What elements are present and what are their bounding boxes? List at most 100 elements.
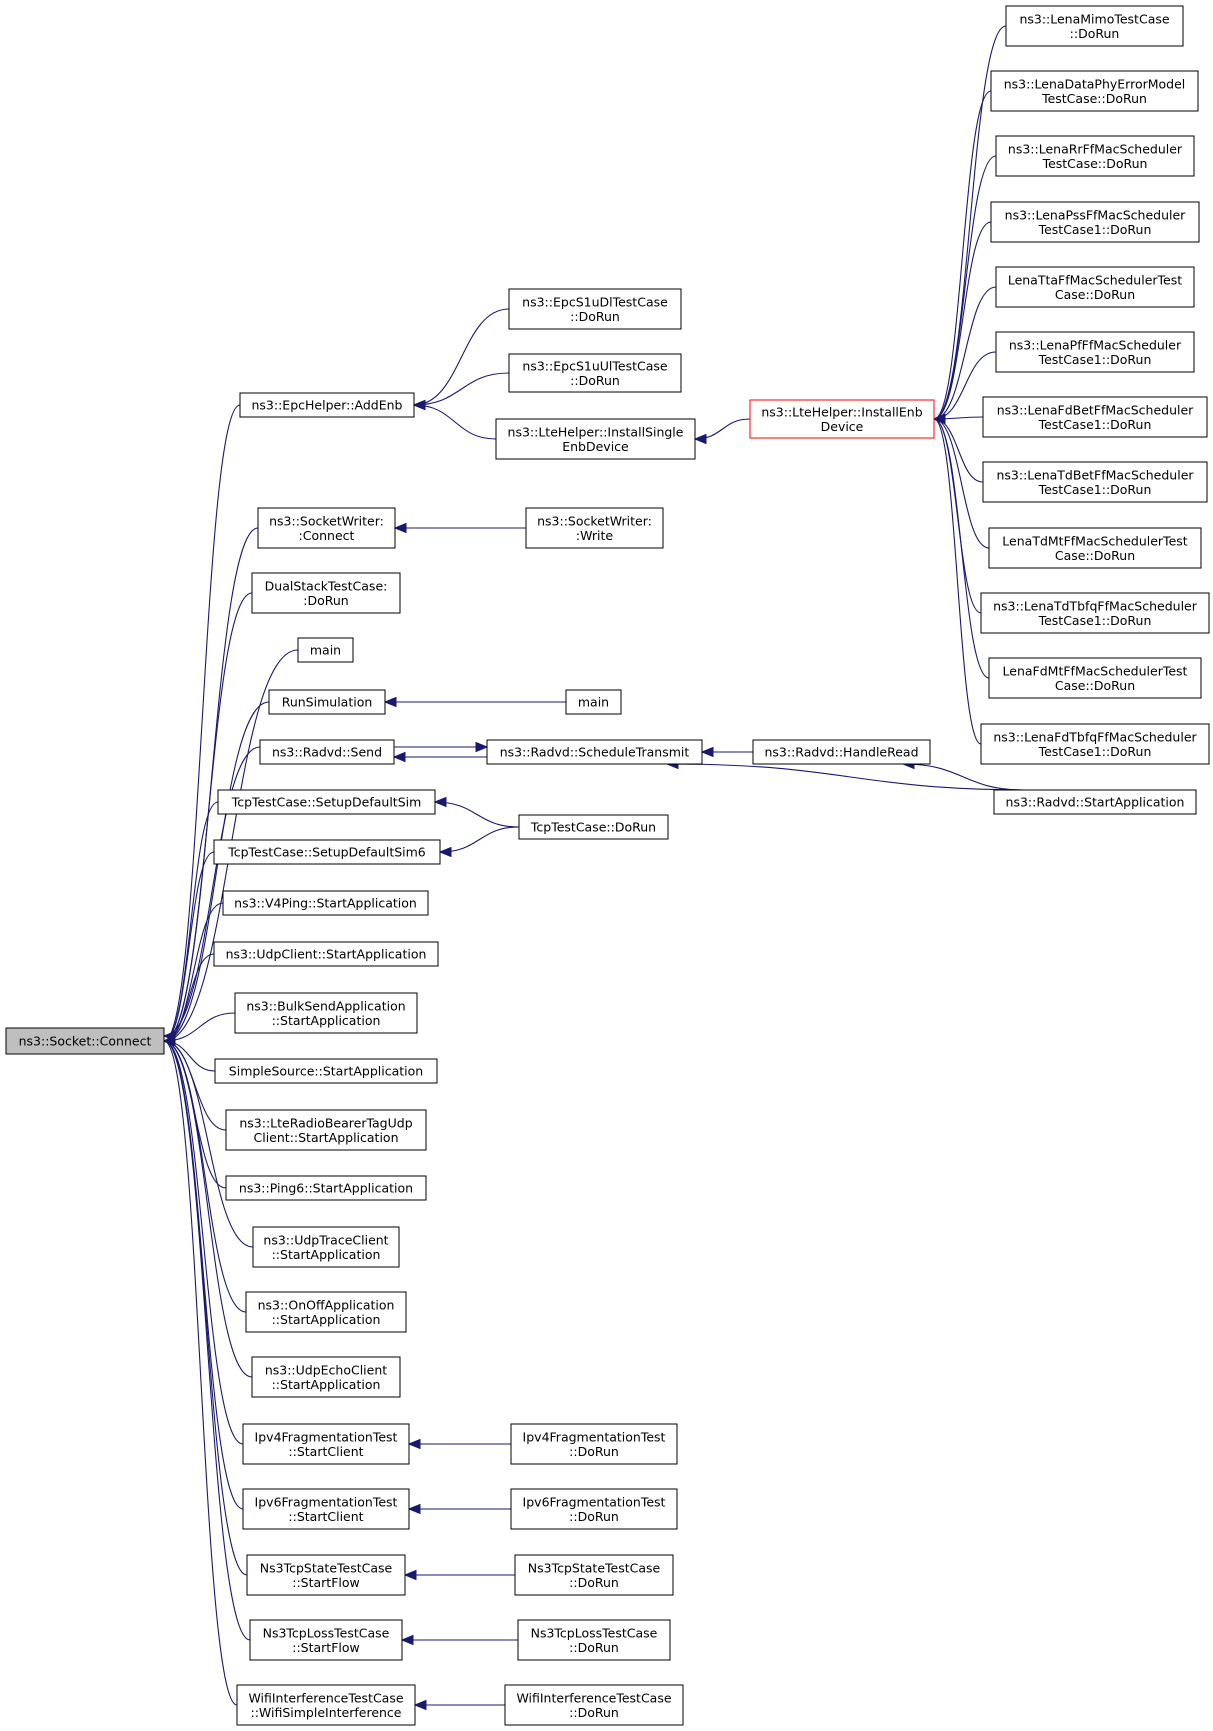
node-label: TcpTestCase::SetupDefaultSim bbox=[231, 795, 422, 810]
node-box bbox=[1005, 5, 1184, 47]
call-edge-radvd_start-to-radvd_read bbox=[902, 763, 1025, 791]
node-label: Device bbox=[821, 419, 864, 434]
graph-node-tcpstate[interactable]: Ns3TcpStateTestCase::StartFlow bbox=[246, 1554, 406, 1596]
node-label: :Connect bbox=[299, 528, 355, 543]
node-label: ::DoRun bbox=[569, 1705, 619, 1720]
node-label: ns3::Radvd::HandleRead bbox=[764, 745, 918, 760]
graph-node-udpclient[interactable]: ns3::UdpClient::StartApplication bbox=[213, 941, 439, 967]
graph-node-sw_connect[interactable]: ns3::SocketWriter::Connect bbox=[257, 507, 396, 549]
node-label: WifiInterferenceTestCase bbox=[248, 1690, 403, 1705]
graph-node-simplesource[interactable]: SimpleSource::StartApplication bbox=[214, 1058, 438, 1084]
node-label: ns3::EpcHelper::AddEnb bbox=[251, 398, 402, 413]
graph-node-lena_mimo[interactable]: ns3::LenaMimoTestCase::DoRun bbox=[1005, 5, 1184, 47]
call-edge-epc_ul-to-epc_addenb bbox=[413, 372, 510, 406]
node-box bbox=[486, 739, 703, 765]
graph-node-main2[interactable]: main bbox=[565, 689, 622, 715]
arrowhead-wifi-to-root bbox=[162, 1035, 176, 1047]
graph-node-radvd_sched[interactable]: ns3::Radvd::ScheduleTransmit bbox=[486, 739, 703, 765]
node-box bbox=[508, 353, 682, 393]
graph-node-ipv6frag_run[interactable]: Ipv6FragmentationTest::DoRun bbox=[510, 1488, 678, 1530]
node-label: ns3::LenaPssFfMacScheduler bbox=[1005, 207, 1187, 222]
graph-node-tcp_setup[interactable]: TcpTestCase::SetupDefaultSim bbox=[217, 789, 436, 815]
graph-node-lena_tdbet[interactable]: ns3::LenaTdBetFfMacSchedulerTestCase1::D… bbox=[982, 461, 1208, 503]
graph-node-tcp_setup6[interactable]: TcpTestCase::SetupDefaultSim6 bbox=[213, 839, 441, 865]
graph-node-bulksend[interactable]: ns3::BulkSendApplication::StartApplicati… bbox=[234, 992, 418, 1034]
graph-node-ipv4frag_run[interactable]: Ipv4FragmentationTest::DoRun bbox=[510, 1423, 678, 1465]
arrowhead-radvd_send-to-radvd_sched bbox=[475, 741, 489, 753]
node-label: Ipv6FragmentationTest bbox=[523, 1494, 666, 1509]
node-box bbox=[225, 1109, 427, 1151]
graph-node-tcploss_run[interactable]: Ns3TcpLossTestCase::DoRun bbox=[517, 1619, 671, 1661]
node-box bbox=[246, 1554, 406, 1596]
node-label: :DoRun bbox=[303, 593, 348, 608]
node-box bbox=[980, 723, 1210, 765]
graph-node-lena_pf[interactable]: ns3::LenaPfFfMacSchedulerTestCase1::DoRu… bbox=[995, 331, 1195, 373]
node-box bbox=[514, 1554, 674, 1596]
graph-node-dualstack[interactable]: DualStackTestCase::DoRun bbox=[251, 572, 401, 614]
graph-node-v4ping[interactable]: ns3::V4Ping::StartApplication bbox=[222, 890, 429, 916]
graph-node-lena_pss[interactable]: ns3::LenaPssFfMacSchedulerTestCase1::DoR… bbox=[990, 201, 1200, 243]
node-label: main bbox=[310, 643, 341, 658]
node-box bbox=[495, 418, 696, 460]
node-box bbox=[213, 941, 439, 967]
graph-node-ipv6frag[interactable]: Ipv6FragmentationTest::StartClient bbox=[242, 1488, 410, 1530]
node-label: ns3::LenaTdTbfqFfMacScheduler bbox=[993, 598, 1198, 613]
graph-node-lena_dataphy[interactable]: ns3::LenaDataPhyErrorModelTestCase::DoRu… bbox=[990, 70, 1199, 112]
node-box bbox=[236, 1684, 416, 1726]
call-edge-tcp_setup-to-root bbox=[163, 801, 219, 1042]
graph-node-lena_tdtbfq[interactable]: ns3::LenaTdTbfqFfMacSchedulerTestCase1::… bbox=[980, 592, 1210, 634]
graph-node-tcpstate_run[interactable]: Ns3TcpStateTestCase::DoRun bbox=[514, 1554, 674, 1596]
graph-node-radvd_read[interactable]: ns3::Radvd::HandleRead bbox=[752, 739, 931, 765]
node-label: ::StartApplication bbox=[272, 1377, 381, 1392]
node-box bbox=[5, 1027, 165, 1055]
graph-node-sw_write[interactable]: ns3::SocketWriter::Write bbox=[525, 507, 664, 549]
node-label: ns3::OnOffApplication bbox=[258, 1297, 395, 1312]
node-box bbox=[988, 657, 1202, 699]
node-label: Client::StartApplication bbox=[254, 1130, 399, 1145]
node-label: ::StartClient bbox=[288, 1444, 363, 1459]
graph-node-epc_ul[interactable]: ns3::EpcS1uUlTestCase::DoRun bbox=[508, 353, 682, 393]
node-label: ::DoRun bbox=[570, 309, 620, 324]
graph-node-ipv4frag[interactable]: Ipv4FragmentationTest::StartClient bbox=[242, 1423, 410, 1465]
graph-node-radvd_send[interactable]: ns3::Radvd::Send bbox=[259, 739, 395, 765]
arrowhead-tcpstate_run-to-tcpstate bbox=[403, 1569, 417, 1581]
graph-node-tcp_dorun[interactable]: TcpTestCase::DoRun bbox=[518, 814, 669, 840]
graph-node-radvd_start[interactable]: ns3::Radvd::StartApplication bbox=[993, 789, 1197, 815]
node-box bbox=[982, 461, 1208, 503]
node-box bbox=[508, 288, 682, 330]
graph-node-epc_addenb[interactable]: ns3::EpcHelper::AddEnb bbox=[239, 392, 415, 418]
node-label: TestCase1::DoRun bbox=[1038, 744, 1152, 759]
graph-node-onoff[interactable]: ns3::OnOffApplication::StartApplication bbox=[245, 1291, 407, 1333]
arrowhead-ipv4frag_run-to-ipv4frag bbox=[407, 1438, 421, 1450]
graph-node-wifi[interactable]: WifiInterferenceTestCase::WifiSimpleInte… bbox=[236, 1684, 416, 1726]
node-label: ns3::LenaFdTbfqFfMacScheduler bbox=[993, 729, 1197, 744]
node-label: TestCase1::DoRun bbox=[1038, 417, 1152, 432]
graph-node-udptrace[interactable]: ns3::UdpTraceClient::StartApplication bbox=[252, 1226, 400, 1268]
graph-node-root[interactable]: ns3::Socket::Connect bbox=[5, 1027, 165, 1055]
graph-node-tcploss[interactable]: Ns3TcpLossTestCase::StartFlow bbox=[249, 1619, 403, 1661]
call-edge-lena_tta-to-lte_install bbox=[933, 286, 997, 420]
node-label: Ns3TcpLossTestCase bbox=[263, 1625, 390, 1640]
node-layer: ns3::Socket::Connect ns3::EpcHelper::AddE… bbox=[5, 5, 1210, 1726]
node-label: RunSimulation bbox=[282, 695, 373, 710]
graph-node-lena_fdtbfq[interactable]: ns3::LenaFdTbfqFfMacSchedulerTestCase1::… bbox=[980, 723, 1210, 765]
graph-node-udpecho[interactable]: ns3::UdpEchoClient::StartApplication bbox=[251, 1356, 401, 1398]
node-box bbox=[510, 1488, 678, 1530]
graph-node-epc_dl[interactable]: ns3::EpcS1uDlTestCase::DoRun bbox=[508, 288, 682, 330]
graph-node-lteradio[interactable]: ns3::LteRadioBearerTagUdpClient::StartAp… bbox=[225, 1109, 427, 1151]
graph-node-ping6[interactable]: ns3::Ping6::StartApplication bbox=[225, 1175, 427, 1201]
graph-node-lena_fdbet[interactable]: ns3::LenaFdBetFfMacSchedulerTestCase1::D… bbox=[982, 396, 1208, 438]
graph-node-runsim[interactable]: RunSimulation bbox=[268, 689, 386, 715]
node-label: ns3::EpcS1uDlTestCase bbox=[522, 294, 668, 309]
call-edge-v4ping-to-root bbox=[163, 902, 224, 1042]
node-label: ::StartApplication bbox=[272, 1013, 381, 1028]
graph-node-main1[interactable]: main bbox=[297, 637, 354, 663]
graph-node-wifi_run[interactable]: WifiInterferenceTestCase::DoRun bbox=[504, 1684, 684, 1726]
